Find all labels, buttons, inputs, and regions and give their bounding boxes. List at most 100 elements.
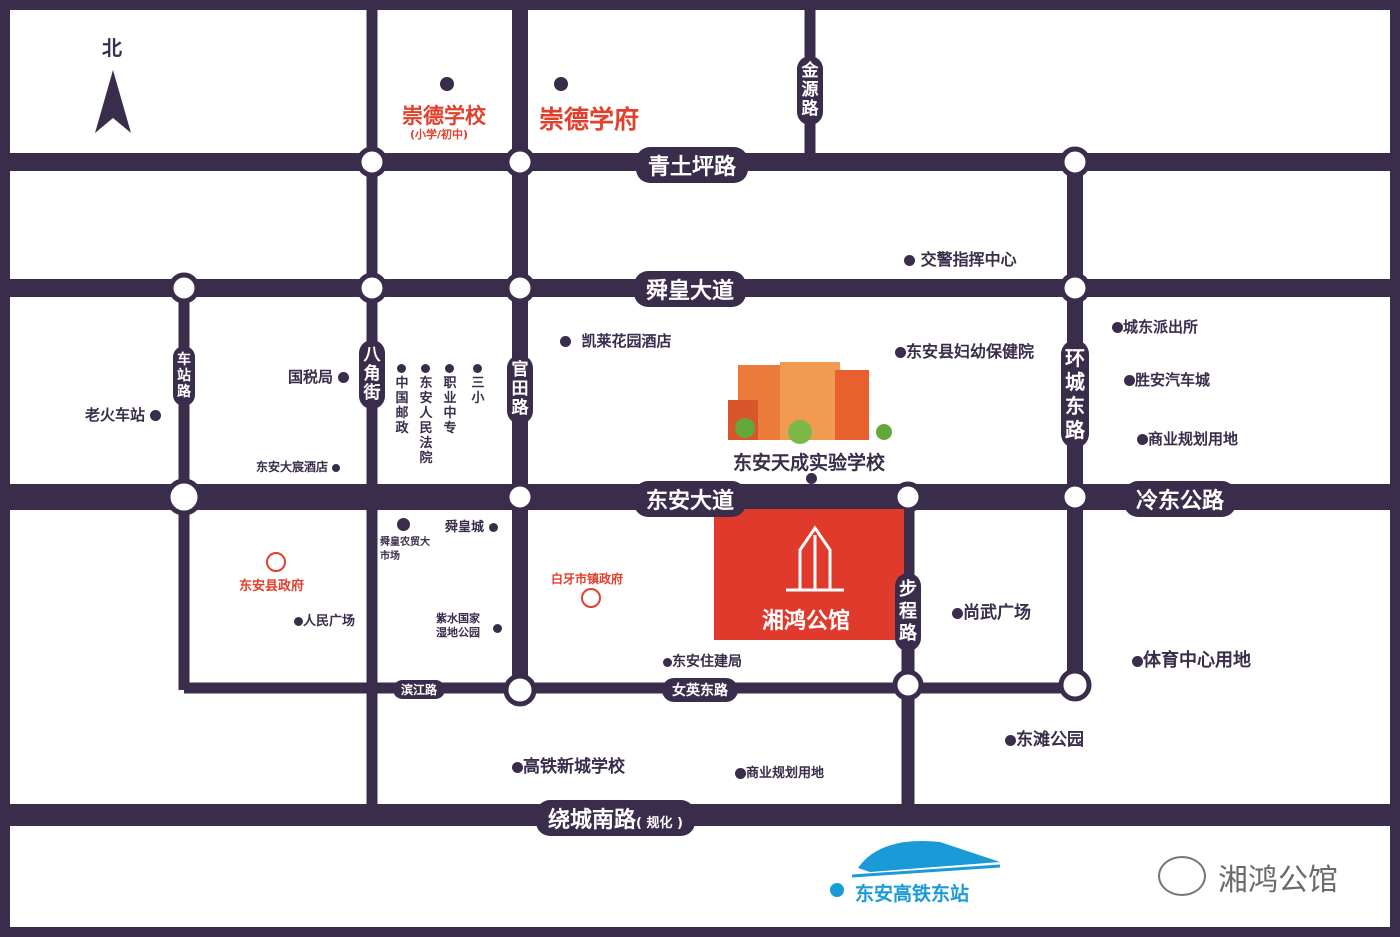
poi-shangwu: 尚武广场	[952, 598, 1031, 623]
map-element	[858, 841, 1000, 872]
train-icon	[851, 841, 1001, 878]
poi-dot-icon	[493, 624, 502, 633]
north-arrow-icon	[95, 70, 131, 133]
north-label: 北	[102, 36, 122, 60]
poi-dot-icon	[735, 768, 746, 779]
road-label-bucheng: 步程路	[895, 573, 921, 651]
map-element: 东滩公园	[1016, 730, 1084, 750]
map-element: 舜皇城	[445, 520, 485, 535]
road-label-binjiang: 滨江路	[393, 680, 446, 699]
poi-dot-icon	[397, 364, 406, 373]
poi-dot-icon	[1124, 375, 1135, 386]
road-label-qingtuping: 青土坪路	[636, 147, 749, 183]
poi-chongde-school-sub: (小学/初中)	[410, 128, 469, 141]
poi-gaotie-school: 高铁新城学校	[512, 752, 625, 777]
intersection	[1058, 668, 1092, 702]
map-element: 尚武广场	[963, 603, 1031, 623]
map-element	[735, 418, 755, 438]
map-element: 城东派出所	[1123, 318, 1199, 336]
intersection	[1059, 481, 1091, 513]
map-element: 国税局	[288, 368, 334, 386]
poi-chongde-school: 崇德学校	[402, 104, 486, 128]
poi-chengdong-police: 城东派出所	[1112, 316, 1198, 337]
poi-sanxiao: 三小	[471, 376, 485, 406]
intersection	[503, 673, 537, 707]
poi-commercial-1: 商业规划用地	[1137, 428, 1238, 449]
poi-court: 东安人民法院	[419, 376, 433, 466]
poi-town-gov: 白牙市镇政府	[551, 572, 624, 586]
map-element: ( 规化 )	[636, 816, 683, 831]
road-label-raocheng: 绕城南路( 规化 )	[536, 800, 695, 836]
map-element	[851, 864, 1001, 878]
poi-dot-icon	[1137, 434, 1148, 445]
map-element	[165, 146, 1092, 707]
poi-dot-icon	[338, 372, 350, 383]
poi-fuyou: 东安县妇幼保健院	[895, 338, 1034, 362]
poi-housing-bureau: 东安住建局	[663, 651, 742, 671]
map-element: 体育中心用地	[1143, 650, 1251, 671]
map-element: 东安住建局	[672, 654, 742, 670]
road-label-huancheng: 环城东路	[1061, 340, 1089, 448]
station-dot	[830, 883, 844, 897]
poi-dot-icon	[440, 77, 454, 91]
poi-dot-icon	[554, 77, 568, 91]
road-label-bajiao: 八角街	[359, 340, 385, 409]
map-element: 胜安汽车城	[1135, 371, 1211, 389]
poi-dot-icon	[952, 607, 963, 619]
map-element: 绕城南路	[548, 808, 637, 833]
poi-dot-icon	[488, 523, 498, 532]
poi-guoshui: 国税局	[288, 366, 350, 387]
poi-wetland: 紫水国家湿地公园	[436, 612, 480, 639]
map-element: 东安大宸酒店	[256, 460, 329, 474]
map-element	[835, 370, 869, 440]
road-label-chezhan: 车站路	[173, 346, 195, 406]
project-building-icon	[786, 525, 844, 592]
intersection	[504, 146, 536, 178]
poi-dot-icon	[512, 761, 523, 773]
road-label-jinyuan: 金源路	[797, 56, 823, 125]
map-element: 凯莱花园酒店	[581, 332, 672, 350]
poi-shunhuangcheng: 舜皇城	[445, 516, 498, 535]
map-element: 老火车站	[85, 406, 146, 424]
map-element	[788, 420, 812, 444]
intersection	[165, 478, 203, 516]
gov-star-icon	[266, 552, 286, 572]
watermark-brand: 湘鸿公馆	[1218, 863, 1338, 898]
intersection	[356, 146, 388, 178]
gov-star-icon	[581, 588, 601, 608]
intersection	[892, 669, 924, 701]
map-element: 人民广场	[303, 614, 356, 629]
poi-dot-icon	[421, 364, 430, 373]
intersection	[504, 272, 536, 304]
poi-dot-icon	[332, 463, 341, 472]
poi-commercial-2: 商业规划用地	[735, 762, 824, 781]
poi-dot-icon	[397, 518, 410, 531]
road-label-lengdong: 冷东公路	[1124, 481, 1237, 517]
road-label-nvying: 女英东路	[662, 678, 738, 702]
project-site	[714, 509, 904, 640]
road-label-guantian: 官田路	[507, 355, 533, 424]
intersection	[504, 481, 536, 513]
road-label-dongan: 东安大道	[634, 481, 747, 517]
intersection	[356, 272, 388, 304]
poi-vocational: 职业中专	[443, 376, 457, 436]
poi-dot-icon	[663, 657, 672, 667]
poi-old-station: 老火车站	[85, 404, 162, 425]
poi-chongde-xuefu: 崇德学府	[539, 105, 640, 134]
map-element	[798, 525, 832, 592]
wechat-icon	[1158, 856, 1206, 896]
intersection	[168, 272, 200, 304]
map-element: 东安县妇幼保健院	[906, 342, 1035, 361]
poi-dot-icon	[895, 347, 906, 358]
road-label-shunhuang: 舜皇大道	[634, 271, 747, 307]
poi-market: 舜皇农贸大市场	[380, 537, 430, 562]
poi-dot-icon	[806, 473, 817, 484]
poi-dot-icon	[150, 410, 162, 421]
map-element: 交警指挥中心	[920, 250, 1017, 269]
poi-dot-icon	[1132, 655, 1143, 667]
poi-dot-icon	[1005, 734, 1016, 746]
